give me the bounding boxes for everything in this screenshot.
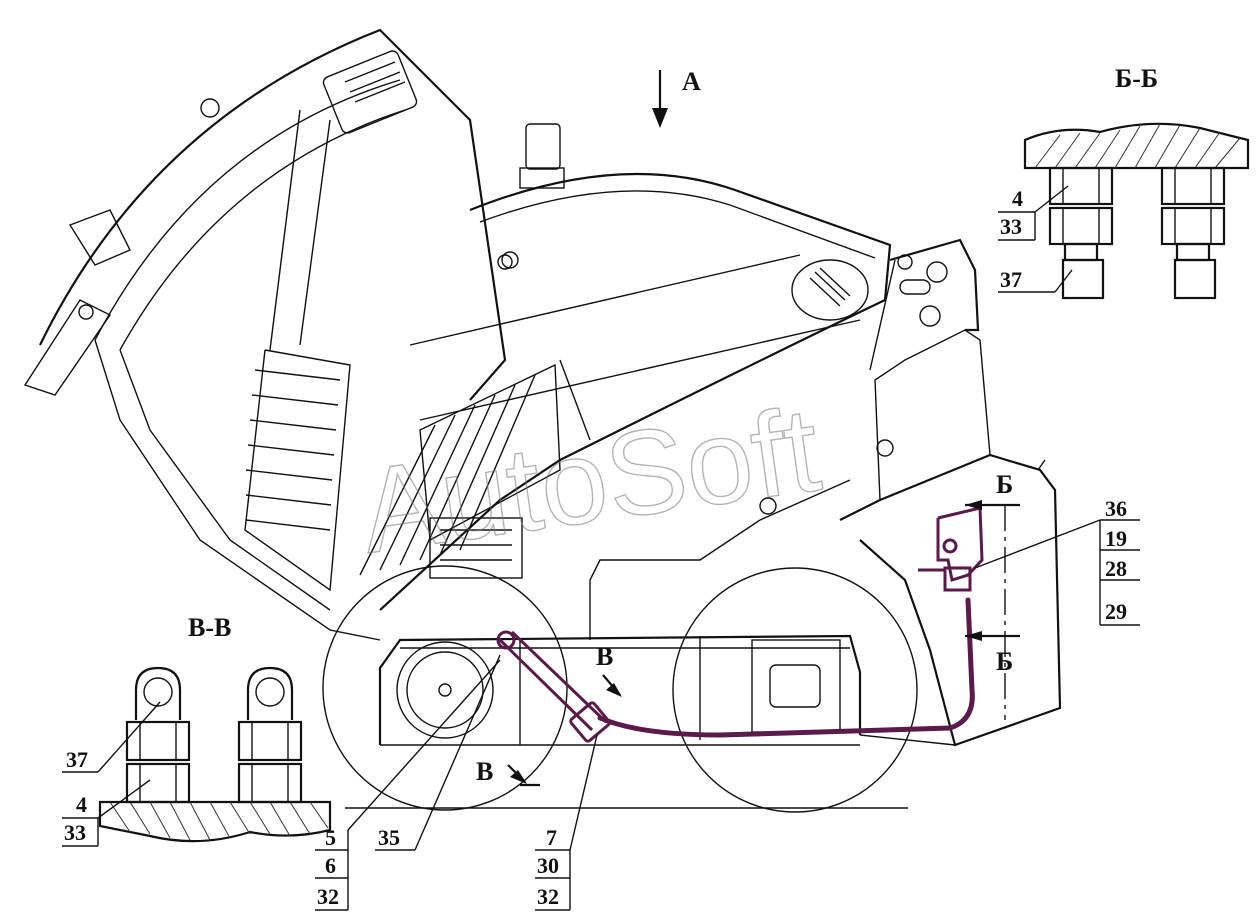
valve-block <box>918 506 984 592</box>
callout-36: 36 <box>1105 496 1127 521</box>
callout-bottom-left <box>315 659 501 911</box>
front-grille <box>359 363 561 579</box>
section-vv-title: В-В <box>188 613 231 642</box>
front-wheel <box>322 565 568 811</box>
callout-29: 29 <box>1105 599 1127 624</box>
rear-body <box>759 238 1062 747</box>
section-bb-drawing <box>998 122 1250 300</box>
callout-32-right: 32 <box>537 884 559 909</box>
cut-v-top-label: В <box>596 642 613 671</box>
watermark: AutoSoft <box>353 382 827 579</box>
callout-19: 19 <box>1105 526 1127 551</box>
vv-callout-33: 33 <box>64 820 86 845</box>
callout-bottom-right <box>535 734 598 911</box>
bb-callout-4: 4 <box>1012 186 1023 211</box>
section-bb-title: Б-Б <box>1115 64 1158 93</box>
bb-callout-37: 37 <box>1000 267 1022 292</box>
callout-35: 35 <box>378 825 400 850</box>
view-a-label: А <box>682 67 701 96</box>
callout-28: 28 <box>1105 556 1127 581</box>
section-vv-drawing <box>62 666 332 847</box>
cab-frame <box>23 28 513 641</box>
callout-right <box>974 519 1140 626</box>
cut-line-b <box>965 500 1020 720</box>
hydraulic-hose <box>597 597 975 738</box>
rear-wheel <box>672 567 918 813</box>
callout-7: 7 <box>546 825 557 850</box>
view-a-arrow <box>652 70 668 128</box>
cut-b-bottom-label: Б <box>996 647 1013 676</box>
bb-callout-33: 33 <box>1000 214 1022 239</box>
vv-callout-4: 4 <box>76 792 87 817</box>
callout-6: 6 <box>325 853 336 878</box>
cut-v-bottom-label: В <box>476 757 493 786</box>
beacon-light <box>519 123 565 189</box>
vv-callout-37: 37 <box>66 747 88 772</box>
lift-cylinder <box>496 630 611 743</box>
loader-boom <box>379 172 892 611</box>
callout-30: 30 <box>537 853 559 878</box>
cut-b-top-label: Б <box>996 470 1013 499</box>
chassis-frame <box>378 479 956 746</box>
cut-line-v <box>507 674 622 787</box>
callout-35-leader <box>375 654 501 851</box>
callout-5: 5 <box>325 825 336 850</box>
callout-32-left: 32 <box>317 884 339 909</box>
